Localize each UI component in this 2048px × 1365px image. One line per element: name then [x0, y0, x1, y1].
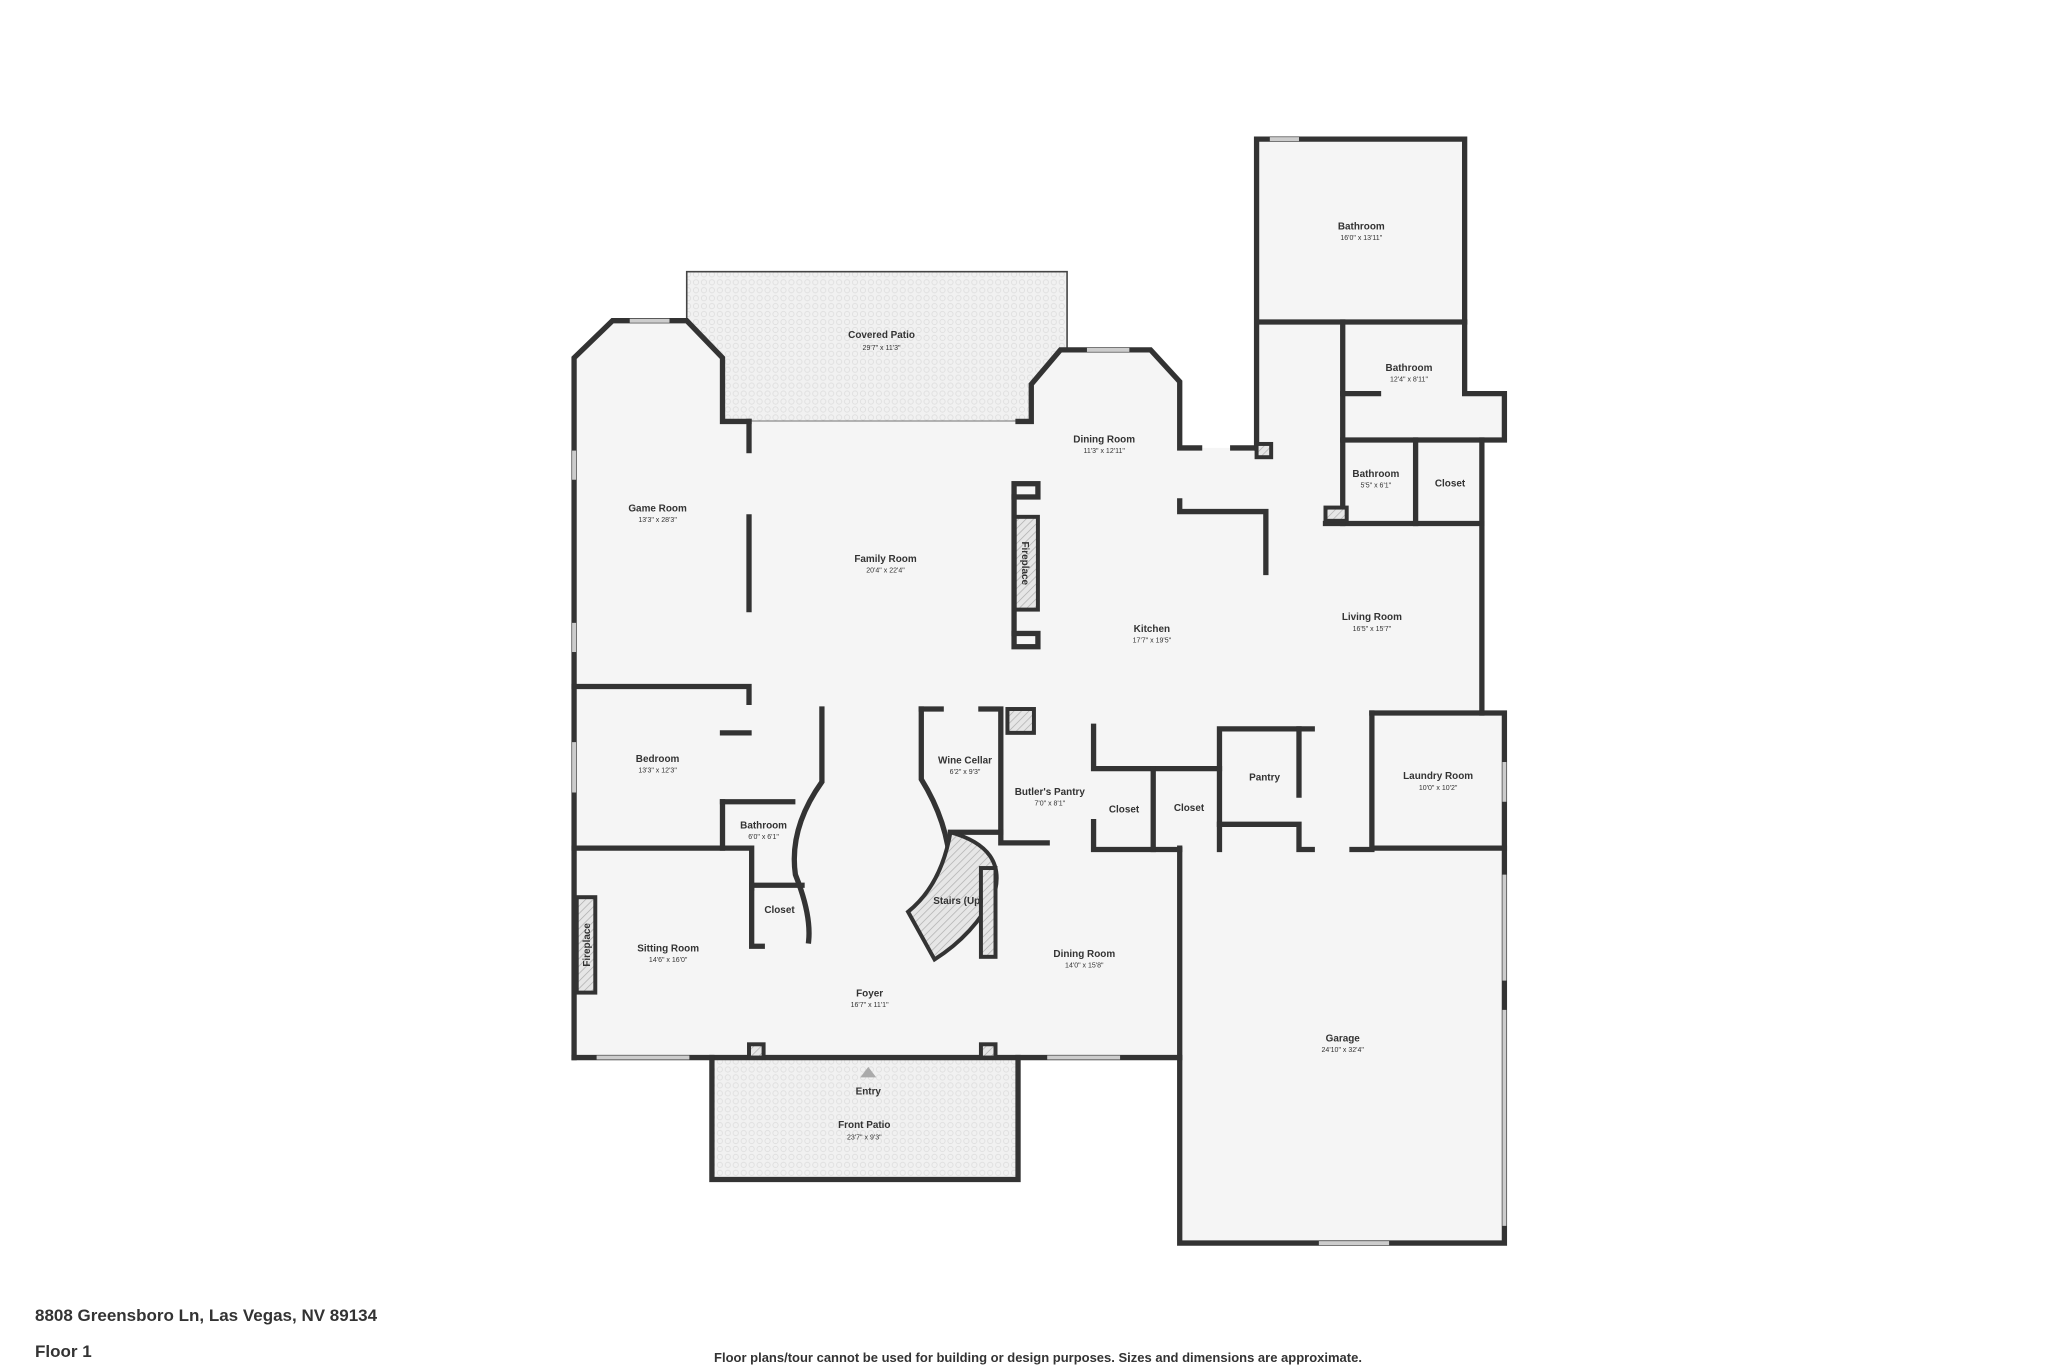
- disclaimer: Floor plans/tour cannot be used for buil…: [714, 1350, 1362, 1365]
- room-stairs: Stairs (Up): [933, 896, 983, 907]
- room-dim: 11'3" x 12'11": [1084, 448, 1126, 455]
- room-dim: 6'0" x 6'1": [748, 834, 779, 841]
- room-foyer: Foyer: [856, 989, 883, 1000]
- room-closet-2: Closet: [1109, 804, 1140, 815]
- covered-patio-area: [685, 270, 1068, 423]
- room-dim: 12'4" x 8'11": [1390, 377, 1428, 384]
- room-family-room: Family Room: [854, 554, 916, 565]
- room-pantry: Pantry: [1249, 773, 1280, 784]
- room-living-room: Living Room: [1342, 612, 1402, 623]
- room-dim: 20'4" x 22'4": [866, 568, 905, 575]
- room-labels: Covered Patio 29'7" x 11'3" Game Room 13…: [582, 221, 1473, 1141]
- front-patio-area: [711, 1056, 1019, 1181]
- room-dim: 13'3" x 28'3": [638, 517, 677, 524]
- room-dim: 14'6" x 16'0": [649, 957, 688, 964]
- room-dim: 5'5" x 6'1": [1361, 483, 1392, 490]
- entry-arrow-icon: [860, 1066, 877, 1078]
- room-kitchen: Kitchen: [1134, 624, 1170, 635]
- room-dim: 29'7" x 11'3": [863, 345, 901, 352]
- room-laundry-room: Laundry Room: [1403, 771, 1473, 782]
- room-dim: 16'5" x 15'7": [1353, 626, 1392, 633]
- room-dim: 23'7" x 9'3": [847, 1135, 882, 1142]
- address: 8808 Greensboro Ln, Las Vegas, NV 89134: [35, 1306, 378, 1325]
- room-bathroom-master: Bathroom: [1338, 221, 1385, 232]
- room-sitting-room: Sitting Room: [637, 944, 699, 955]
- room-dim: 14'0" x 15'8": [1065, 962, 1104, 969]
- walls: [571, 136, 1508, 1246]
- room-covered-patio: Covered Patio: [848, 330, 915, 341]
- floor-label: Floor 1: [35, 1342, 92, 1361]
- room-dim: 17'7" x 19'5": [1133, 638, 1172, 645]
- room-closet-1: Closet: [1435, 478, 1466, 489]
- room-dining-room-bottom: Dining Room: [1053, 949, 1115, 960]
- room-closet-4: Closet: [764, 905, 795, 916]
- room-front-patio: Front Patio: [838, 1120, 890, 1131]
- room-dim: 13'3" x 12'3": [638, 768, 677, 775]
- room-dining-room-top: Dining Room: [1073, 435, 1135, 446]
- fireplace-label-sitting: Fireplace: [582, 923, 593, 967]
- room-dim: 16'7" x 11'1": [851, 1002, 889, 1009]
- room-bathroom-3: Bathroom: [1352, 469, 1399, 480]
- room-dim: 6'2" x 9'3": [950, 769, 981, 776]
- room-game-room: Game Room: [628, 504, 687, 515]
- floor-fill: [574, 139, 1505, 1244]
- room-dim: 24'10" x 32'4": [1322, 1047, 1365, 1054]
- room-bathroom-2: Bathroom: [1386, 363, 1433, 374]
- room-butlers-pantry: Butler's Pantry: [1015, 787, 1086, 798]
- fireplace-label-family: Fireplace: [1019, 541, 1030, 585]
- room-wine-cellar: Wine Cellar: [938, 755, 992, 766]
- entry-label: Entry: [856, 1087, 882, 1098]
- room-closet-3: Closet: [1174, 803, 1205, 814]
- room-bedroom: Bedroom: [636, 754, 680, 765]
- room-bathroom-4: Bathroom: [740, 820, 787, 831]
- room-dim: 7'0" x 8'1": [1034, 801, 1065, 808]
- room-garage: Garage: [1326, 1034, 1361, 1045]
- room-dim: 16'0" x 13'11": [1340, 235, 1382, 242]
- room-dim: 10'0" x 10'2": [1419, 785, 1458, 792]
